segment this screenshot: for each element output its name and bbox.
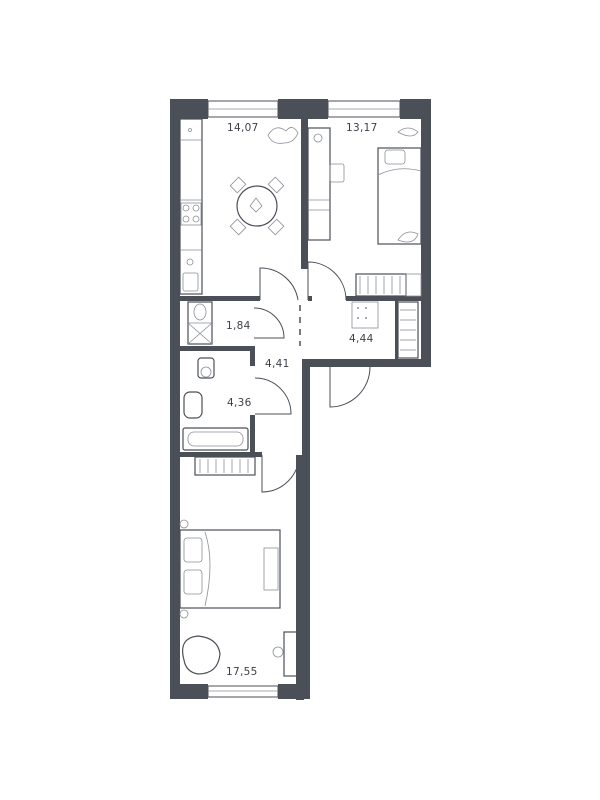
doors — [253, 261, 371, 493]
door-bedroom-large — [261, 454, 300, 493]
bedroom-large-furniture — [179, 456, 301, 677]
area-label-kitchen: 14,07 — [227, 122, 259, 134]
area-labels: 14,07 13,17 1,84 4,41 4,44 4,36 17,55 — [226, 122, 378, 678]
window-bedroom-large — [207, 685, 279, 698]
door-wc — [253, 307, 285, 339]
door-bathroom — [254, 377, 292, 415]
area-label-wc: 1,84 — [226, 320, 251, 332]
bed-small — [377, 147, 422, 245]
armchair — [182, 635, 221, 675]
door-kitchen — [259, 267, 299, 301]
area-label-corridor: 4,44 — [349, 333, 374, 345]
bathroom-furniture — [182, 357, 249, 451]
interior-walls — [180, 99, 421, 700]
area-label-bathroom: 4,36 — [227, 397, 252, 409]
bathtub — [182, 427, 249, 451]
area-label-hall: 4,41 — [265, 358, 290, 370]
corridor-furniture — [351, 301, 419, 359]
toilet — [197, 357, 215, 379]
outer-walls — [170, 99, 431, 699]
sink — [183, 391, 203, 419]
desk — [307, 127, 331, 241]
windows — [207, 100, 401, 698]
kitchen-furniture — [179, 118, 299, 295]
dining-table — [236, 185, 278, 227]
bed-large — [179, 529, 281, 609]
door-entrance — [329, 366, 371, 408]
door-bedroom-small — [307, 261, 347, 301]
area-label-bedroom-large: 17,55 — [226, 666, 258, 678]
area-label-bedroom-small: 13,17 — [346, 122, 378, 134]
bedroom-small-furniture — [307, 127, 422, 297]
wc-furniture — [187, 301, 213, 345]
